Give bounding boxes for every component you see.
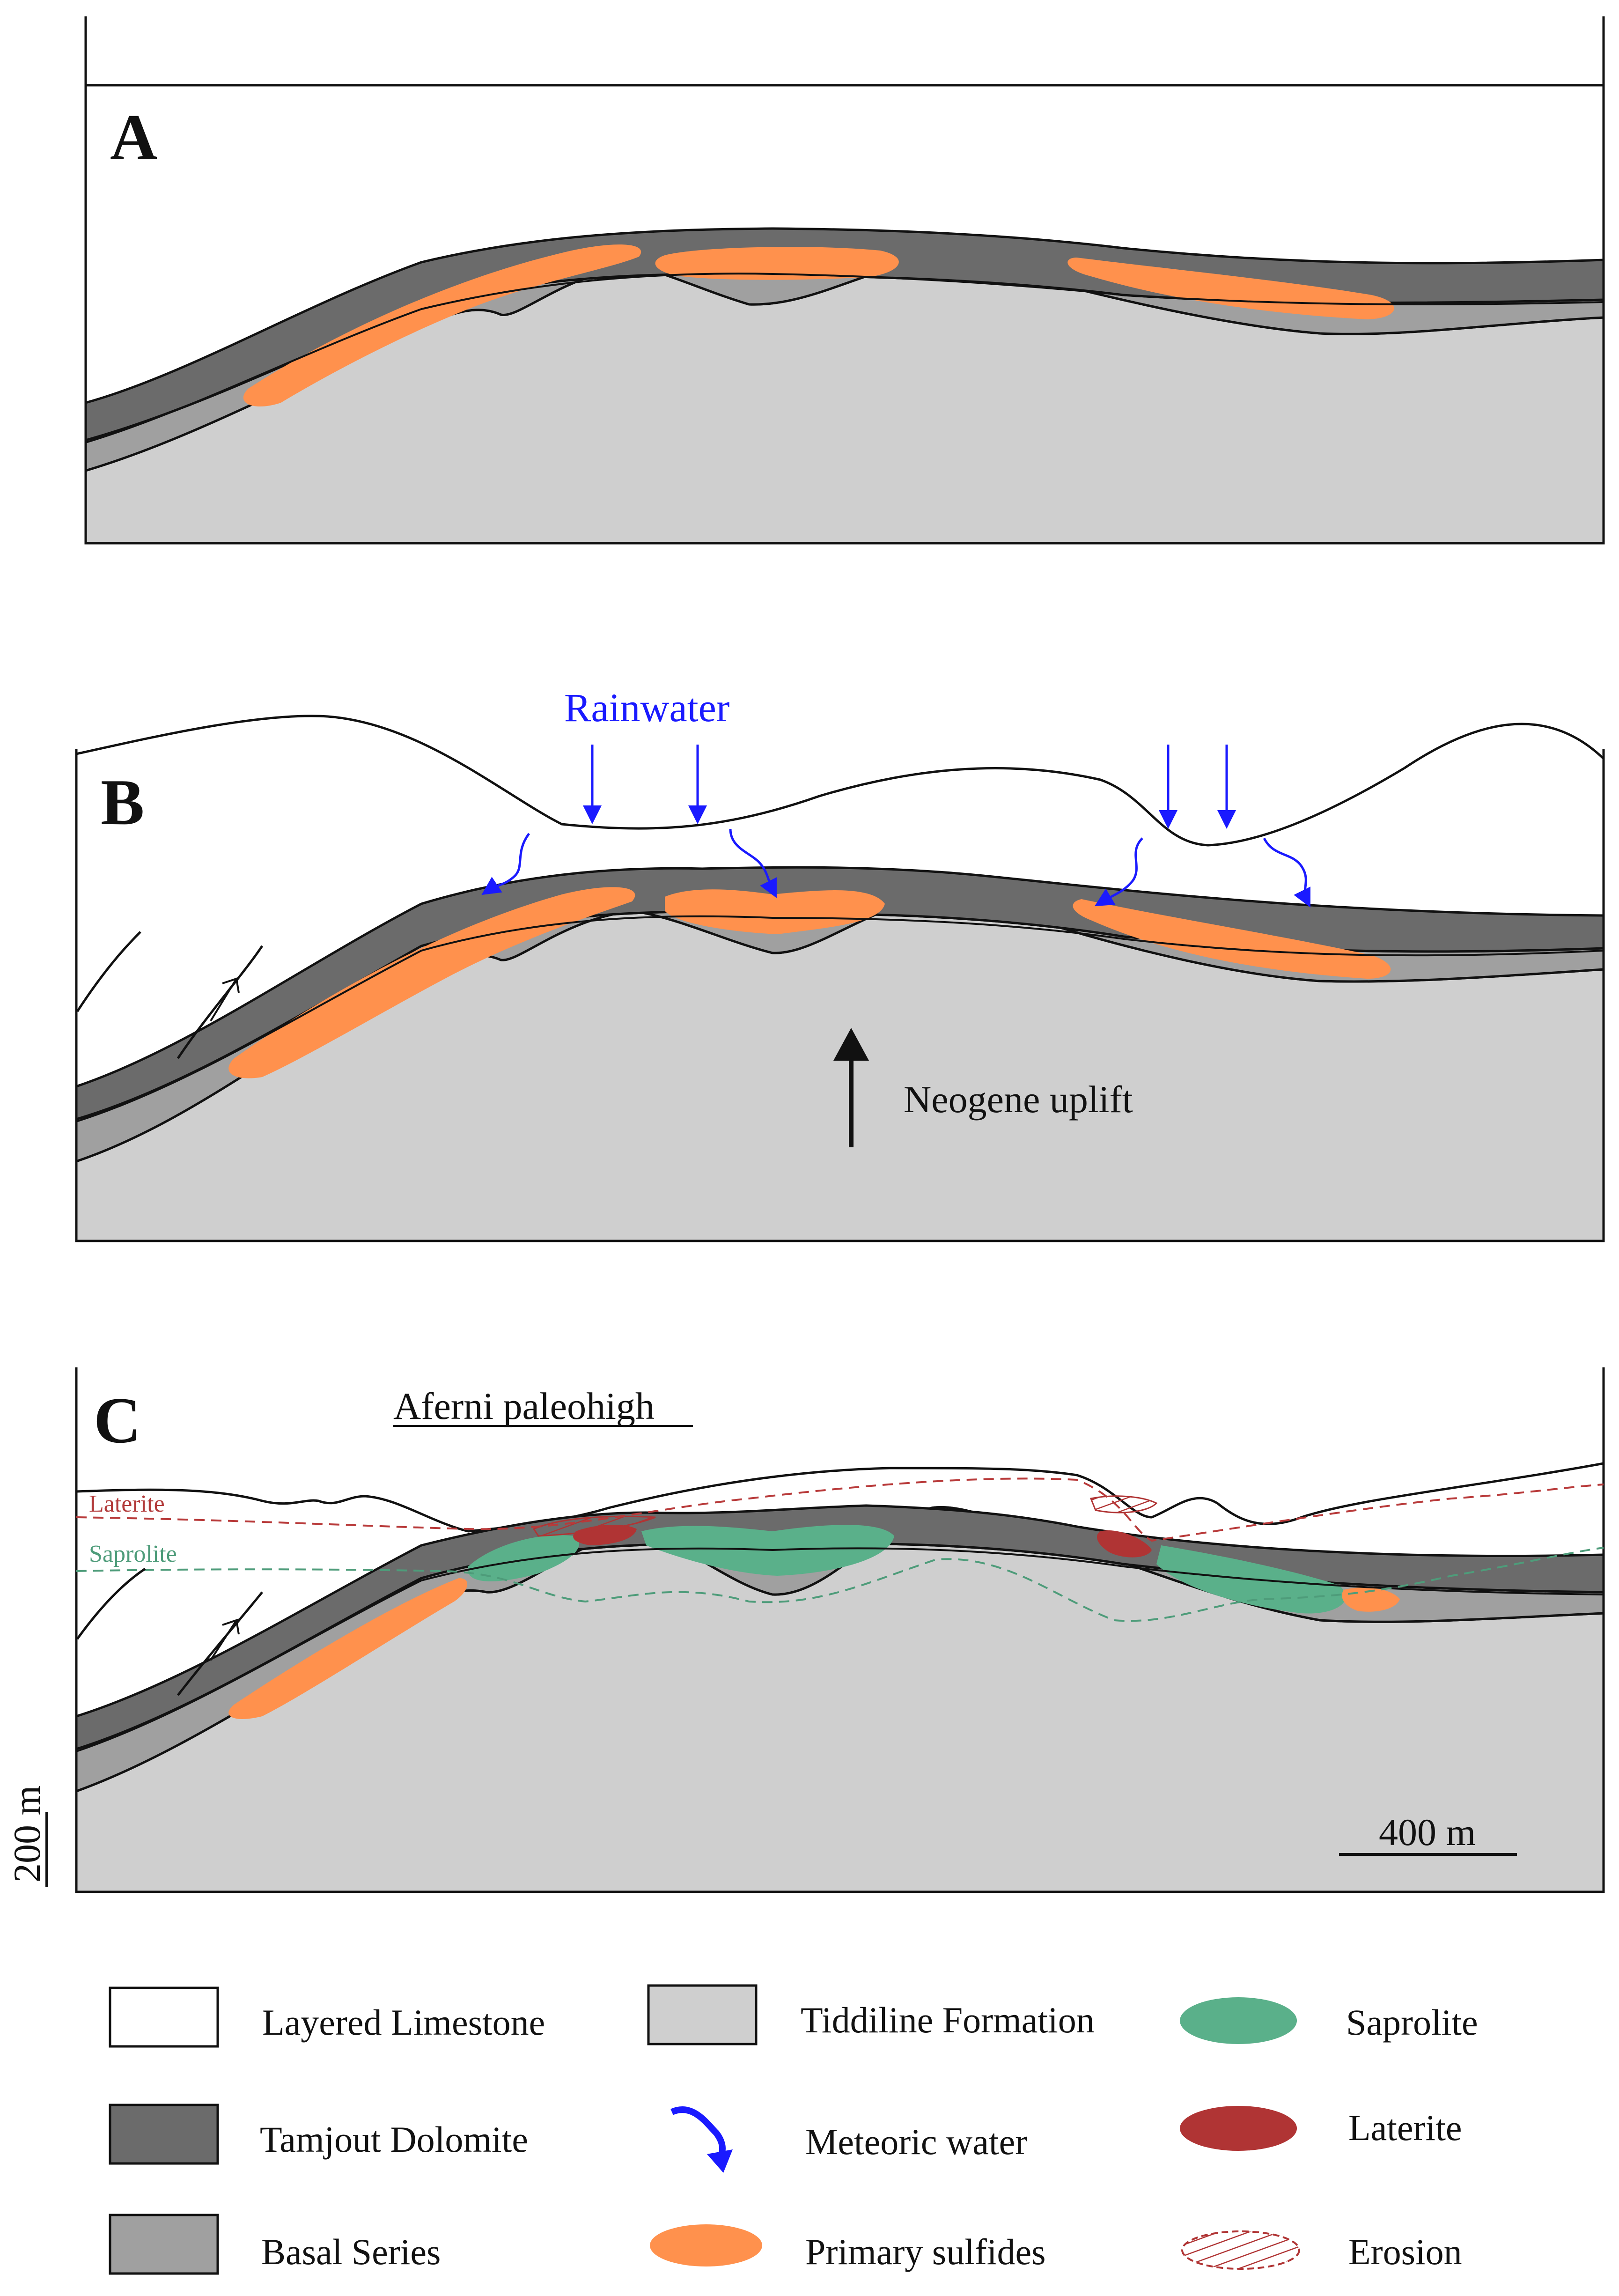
legend-label-tamjout-dolomite: Tamjout Dolomite (260, 2119, 528, 2160)
legend-label-tiddiline-formation: Tiddiline Formation (801, 2000, 1095, 2040)
legend-swatch-basal-series (109, 2214, 219, 2275)
neogene-uplift-label: Neogene uplift (904, 1078, 1133, 1121)
rainwater-arrows (583, 745, 1236, 829)
blue-wavy-arrow-icon (670, 2106, 733, 2173)
legend-label-layered-limestone: Layered Limestone (262, 2002, 545, 2043)
legend-label-basal-series: Basal Series (261, 2231, 441, 2272)
panel-b-letter: B (101, 766, 144, 839)
primary-sulfides-b1 (228, 887, 635, 1078)
neogene-uplift-arrow (833, 1028, 869, 1147)
vertical-scale-bar: 200 m (6, 1786, 48, 1887)
panel-c-letter: C (94, 1384, 141, 1457)
primary-sulfides-c1 (228, 1578, 468, 1719)
panel-b: Rainwater Neogene uplift B (75, 685, 1605, 1242)
legend-label-laterite: Laterite (1348, 2107, 1462, 2148)
rainwater-label: Rainwater (564, 685, 729, 730)
topography-b (76, 715, 1604, 847)
legend-label-erosion: Erosion (1348, 2231, 1462, 2272)
green-ellipse-icon (1180, 1997, 1297, 2044)
laterite-c2 (1097, 1530, 1152, 1558)
saprolite-c1 (468, 1535, 580, 1581)
saprolite-line-label: Saprolite (89, 1541, 177, 1567)
aferni-paleohigh-title: Aferni paleohigh (393, 1385, 655, 1427)
horizontal-scale-bar: 400 m (1339, 1811, 1517, 1856)
legend-swatch-tiddiline-formation (647, 1984, 758, 2045)
meteoric-water-arrows (481, 828, 1310, 908)
laterite-boundary (76, 1477, 1604, 1542)
saprolite-boundary (76, 1547, 1604, 1622)
legend: Layered Limestone Tamjout Dolomite Basal… (109, 1984, 1478, 2275)
red-ellipse-icon (1180, 2106, 1297, 2151)
primary-sulfides-a2 (655, 247, 899, 280)
horizontal-scale-label: 400 m (1379, 1811, 1476, 1853)
primary-sulfides-b3 (1073, 899, 1391, 979)
primary-sulfides-a1 (243, 244, 641, 407)
panel-c: C Aferni paleohigh Laterite Saprolite 20… (6, 1367, 1605, 1893)
primary-sulfides-b2 (665, 889, 885, 934)
topography-c (76, 1462, 1604, 1533)
legend-label-saprolite: Saprolite (1346, 2002, 1478, 2043)
legend-label-primary-sulfides: Primary sulfides (805, 2231, 1045, 2272)
erosion-c1 (532, 1515, 656, 1537)
erosion-c2 (1089, 1495, 1158, 1513)
panel-a: A (84, 16, 1605, 545)
legend-label-meteoric-water: Meteoric water (805, 2121, 1027, 2162)
legend-swatch-tamjout-dolomite (109, 2104, 219, 2165)
legend-swatch-layered-limestone (109, 1986, 219, 2048)
laterite-line-label: Laterite (89, 1491, 165, 1517)
panel-a-letter: A (110, 101, 157, 174)
vertical-scale-label: 200 m (6, 1786, 48, 1883)
orange-ellipse-icon (650, 2224, 762, 2266)
hatched-ellipse-icon (1181, 2230, 1300, 2270)
